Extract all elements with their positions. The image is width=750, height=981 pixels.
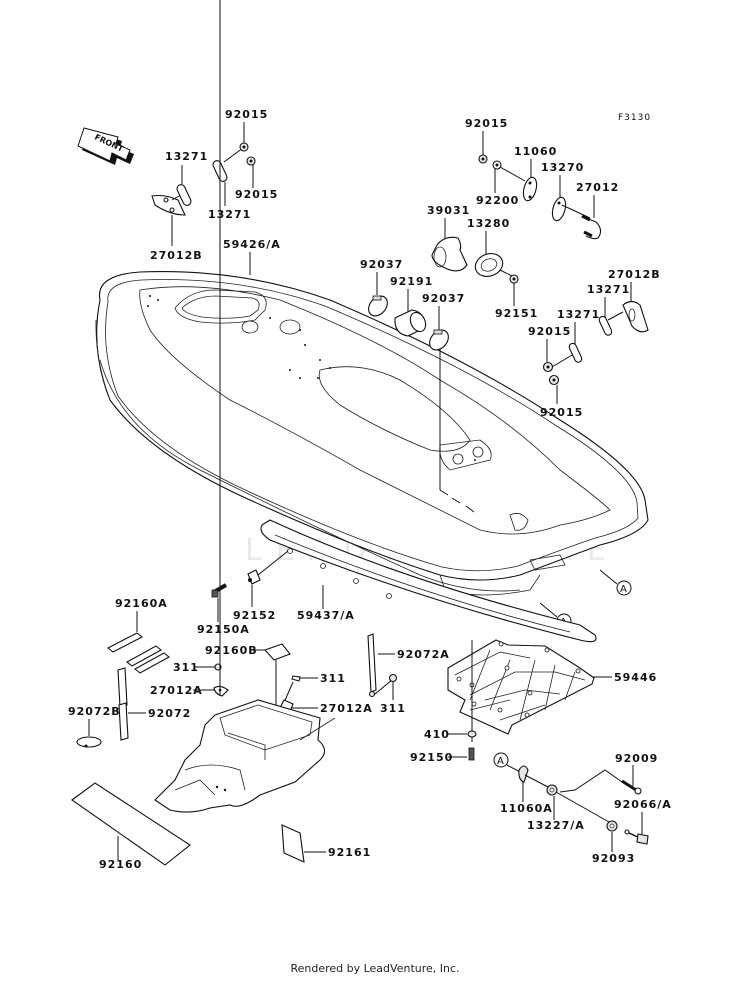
label-92015[interactable]: 92015 bbox=[528, 325, 571, 338]
label-92066-A[interactable]: 92066/A bbox=[614, 798, 672, 811]
label-92150A[interactable]: 92150A bbox=[197, 623, 250, 636]
label-92152[interactable]: 92152 bbox=[233, 609, 276, 622]
label-92009[interactable]: 92009 bbox=[615, 752, 658, 765]
part-27012B-right[interactable] bbox=[622, 300, 649, 333]
part-59426-A-hull[interactable] bbox=[95, 271, 649, 596]
part-92015-nut-d[interactable] bbox=[542, 361, 554, 373]
part-92015-nut-c[interactable] bbox=[478, 154, 488, 164]
label-13271[interactable]: 13271 bbox=[557, 308, 600, 321]
part-27012B-left[interactable] bbox=[151, 194, 186, 216]
label-92160[interactable]: 92160 bbox=[99, 858, 142, 871]
label-13270[interactable]: 13270 bbox=[541, 161, 584, 174]
part-13270-plate[interactable] bbox=[550, 196, 568, 222]
label-27012[interactable]: 27012 bbox=[576, 181, 619, 194]
part-39031-cover[interactable] bbox=[431, 236, 468, 272]
label-39031[interactable]: 39031 bbox=[427, 204, 470, 217]
part-92015-nut-e[interactable] bbox=[548, 374, 560, 386]
part-13280-ring[interactable] bbox=[472, 250, 506, 280]
part-92200-washer[interactable] bbox=[492, 160, 502, 170]
part-92015-nut-a[interactable] bbox=[239, 142, 249, 152]
part-92160-mat[interactable] bbox=[71, 782, 191, 866]
part-92150-bolt[interactable] bbox=[468, 747, 475, 761]
part-92160B-decal[interactable] bbox=[264, 643, 291, 661]
part-92037-clamp-b[interactable] bbox=[426, 326, 452, 353]
label-13271[interactable]: 13271 bbox=[208, 208, 251, 221]
label-11060A[interactable]: 11060A bbox=[500, 802, 553, 815]
reference-code: F3130 bbox=[618, 113, 651, 123]
label-13227-A[interactable]: 13227/A bbox=[527, 819, 585, 832]
label-27012B[interactable]: 27012B bbox=[608, 268, 661, 281]
part-27012-u-bolt[interactable] bbox=[581, 214, 602, 240]
part-11060A-gasket[interactable] bbox=[518, 765, 529, 783]
label-27012A[interactable]: 27012A bbox=[320, 702, 373, 715]
part-92072-strap[interactable] bbox=[117, 667, 129, 741]
part-13271-right-a[interactable] bbox=[598, 315, 613, 336]
front-arrow-icon: FRONT bbox=[77, 127, 134, 165]
label-13271[interactable]: 13271 bbox=[587, 283, 630, 296]
part-92161-decal[interactable] bbox=[281, 824, 305, 863]
part-92072A-strap[interactable] bbox=[367, 633, 377, 698]
part-59446-ride-plate[interactable] bbox=[447, 639, 595, 735]
label-13280[interactable]: 13280 bbox=[467, 217, 510, 230]
label-92093[interactable]: 92093 bbox=[592, 852, 635, 865]
part-92160A-decal[interactable] bbox=[106, 632, 170, 674]
part-11060-gasket[interactable] bbox=[521, 176, 539, 202]
label-27012A[interactable]: 27012A bbox=[150, 684, 203, 697]
label-92015[interactable]: 92015 bbox=[225, 108, 268, 121]
label-92191[interactable]: 92191 bbox=[390, 275, 433, 288]
svg-text:A: A bbox=[497, 756, 504, 767]
part-27012A-bracket-a[interactable] bbox=[213, 685, 229, 697]
label-92072A[interactable]: 92072A bbox=[397, 648, 450, 661]
label-92072[interactable]: 92072 bbox=[148, 707, 191, 720]
label-11060[interactable]: 11060 bbox=[514, 145, 557, 158]
part-92151-screw[interactable] bbox=[509, 274, 519, 284]
label-92037[interactable]: 92037 bbox=[360, 258, 403, 271]
label-59437-A[interactable]: 59437/A bbox=[297, 609, 355, 622]
label-311[interactable]: 311 bbox=[320, 672, 346, 685]
label-92161[interactable]: 92161 bbox=[328, 846, 371, 859]
label-92072B[interactable]: 92072B bbox=[68, 705, 121, 718]
label-59426-A[interactable]: 59426/A bbox=[223, 238, 281, 251]
part-92072B-clip[interactable] bbox=[76, 736, 102, 748]
label-92015[interactable]: 92015 bbox=[235, 188, 278, 201]
callout-marker-a[interactable]: A bbox=[493, 752, 509, 768]
part-92152-collar[interactable] bbox=[247, 569, 261, 585]
label-92015[interactable]: 92015 bbox=[465, 117, 508, 130]
label-92160B[interactable]: 92160B bbox=[205, 644, 258, 657]
label-92037[interactable]: 92037 bbox=[422, 292, 465, 305]
part-13271-right-b[interactable] bbox=[568, 342, 583, 363]
part-92150A-bolt[interactable] bbox=[211, 583, 228, 598]
part-13271-left[interactable] bbox=[176, 183, 193, 206]
part-92015-nut-b[interactable] bbox=[246, 156, 256, 166]
callout-marker-a[interactable]: A bbox=[616, 580, 632, 596]
label-13271[interactable]: 13271 bbox=[165, 150, 208, 163]
label-59446[interactable]: 59446 bbox=[614, 671, 657, 684]
svg-text:A: A bbox=[620, 584, 627, 595]
part-311-clip-b[interactable] bbox=[291, 675, 301, 682]
label-410[interactable]: 410 bbox=[424, 728, 450, 741]
label-92160A[interactable]: 92160A bbox=[115, 597, 168, 610]
part-92066-A-drain-plug[interactable] bbox=[624, 829, 649, 845]
part-92191-hose[interactable] bbox=[394, 309, 429, 337]
label-92015[interactable]: 92015 bbox=[540, 406, 583, 419]
part-92093-washer[interactable] bbox=[606, 820, 618, 832]
part-storage-tray[interactable] bbox=[154, 699, 336, 813]
part-92009-screw[interactable] bbox=[621, 779, 642, 795]
label-27012B[interactable]: 27012B bbox=[150, 249, 203, 262]
label-92150[interactable]: 92150 bbox=[410, 751, 453, 764]
part-311-clip-c[interactable] bbox=[388, 673, 398, 683]
label-92151[interactable]: 92151 bbox=[495, 307, 538, 320]
label-311[interactable]: 311 bbox=[380, 702, 406, 715]
part-59437-A-sponson[interactable] bbox=[260, 519, 597, 643]
part-410-washer[interactable] bbox=[467, 730, 477, 738]
part-92037-clamp-a[interactable] bbox=[365, 292, 391, 319]
label-92200[interactable]: 92200 bbox=[476, 194, 519, 207]
part-13227-A-plug-body[interactable] bbox=[546, 784, 558, 796]
label-311[interactable]: 311 bbox=[173, 661, 199, 674]
footer-credit: Rendered by LeadVenture, Inc. bbox=[290, 962, 460, 975]
